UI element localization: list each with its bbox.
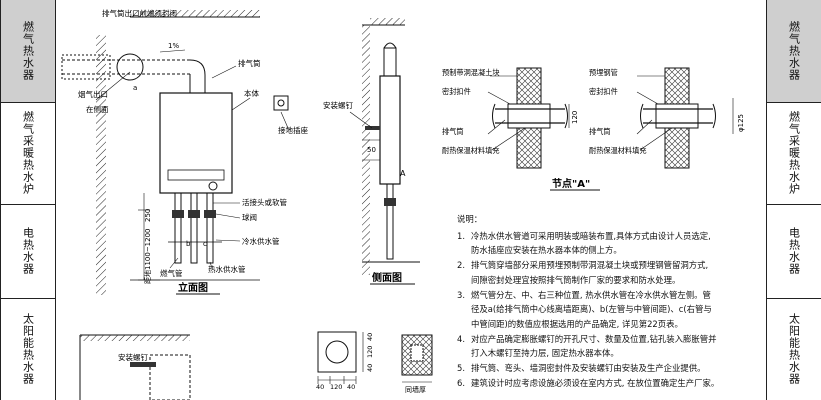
label-flue-outlet-1: 烟气出口 — [78, 89, 108, 99]
label-right-filler: 耐热保温材料填充 — [589, 146, 647, 155]
tab-gas-boiler-right[interactable]: 燃气采暖热水炉 — [767, 102, 821, 205]
side-screw-icon — [365, 126, 380, 130]
label-a: a — [133, 84, 137, 92]
node-a-title: 节点"A" — [552, 177, 590, 190]
side-heater-body — [379, 75, 401, 185]
tab-label: 燃气热水器 — [21, 21, 35, 81]
tab-label: 太阳能热水器 — [21, 313, 35, 385]
label-body: 本体 — [244, 88, 259, 98]
front-view: 排气筒出口前端须封闭 1% 排气筒 烟气出口 在侧面 本体 接地插座 活接头或软… — [61, 8, 308, 295]
side-view-title: 侧面图 — [372, 271, 402, 284]
label-dim2: 120 — [330, 383, 342, 391]
label-cold-pipe: 冷水供水管 — [242, 236, 280, 246]
tab-solar-heater-right[interactable]: 太阳能热水器 — [767, 298, 821, 400]
left-category-column: 燃气热水器 燃气采暖热水炉 电热水器 太阳能热水器 — [0, 0, 56, 400]
tab-label: 电热水器 — [787, 227, 801, 275]
label-left-sleeve: 预制带洞混凝土块 — [442, 68, 500, 77]
front-view-title: 立面图 — [178, 281, 208, 294]
label-flue: 排气筒 — [238, 58, 261, 68]
tab-label: 太阳能热水器 — [787, 313, 801, 385]
label-bottom-screw: 安装螺钉 — [118, 352, 148, 362]
note-line: 3.燃气管分左、中、右三种位置, 热水供水管在冷水供水管左侧。管 — [457, 289, 711, 300]
label-right-flue: 排气筒 — [589, 127, 611, 136]
pipes — [168, 192, 222, 264]
note-line: 4.对应产品确定膨胀螺钉的开孔尺寸、数量及位置,钻孔装入膨胀管并 — [457, 333, 717, 344]
label-dim-height: 距地1100~1200 — [143, 229, 152, 285]
flue-outlet-circle — [116, 53, 144, 81]
label-hot-pipe: 热水供水管 — [208, 264, 246, 274]
ceiling-hatch — [130, 10, 260, 17]
label-socket: 接地插座 — [278, 125, 308, 135]
front-wall — [96, 35, 106, 295]
label-b: b — [186, 240, 191, 248]
label-side-screw: 安装螺钉 — [323, 100, 353, 110]
label-dim4: 40 — [366, 333, 374, 341]
side-view: 安装螺钉 50 A 侧面图 — [323, 18, 420, 285]
note-line: 1.冷热水供水管道可采用明装或暗装布置,具体方式由设计人员选定, — [457, 230, 711, 241]
tab-label: 燃气热水器 — [787, 21, 801, 81]
label-gas-pipe: 燃气管 — [160, 268, 183, 278]
note-line: 间隙密封处理宜按照排气筒制作厂家的要求和防水处理。 — [471, 274, 681, 285]
label-right-dim: φ125 — [737, 114, 745, 132]
label-right-seal: 密封扣件 — [589, 87, 618, 96]
tab-label: 燃气采暖热水炉 — [21, 111, 35, 195]
notes-heading: 说明： — [457, 214, 483, 224]
right-category-column: 燃气热水器 燃气采暖热水炉 电热水器 太阳能热水器 — [766, 0, 821, 400]
node-a-detail: 预制带洞混凝土块 密封扣件 排气筒 耐热保温材料填充 120 预埋钢管 密封扣件… — [442, 67, 745, 191]
label-dim6: 40 — [366, 364, 374, 372]
label-slope: 1% — [168, 42, 179, 50]
label-side-dim: 50 — [367, 146, 376, 154]
bottom-details: 安装螺钉 40 120 40 40 120 40 同墙厚 — [79, 331, 433, 400]
tab-solar-heater-left[interactable]: 太阳能热水器 — [1, 298, 55, 400]
label-c: c — [203, 240, 207, 248]
note-line: 打入木螺钉至持力层, 固定热水器本体。 — [471, 348, 619, 359]
tab-electric-heater-right[interactable]: 电热水器 — [767, 204, 821, 299]
bottom-block — [317, 331, 357, 373]
label-dim-value: 250 — [144, 209, 152, 222]
note-line: 2.排气筒穿墙部分采用预埋预制带洞混凝土块或预埋钢管留洞方式, — [457, 260, 709, 271]
tab-gas-water-heater-left[interactable]: 燃气热水器 — [1, 0, 55, 103]
notes-block: 说明： 1.冷热水供水管道可采用明装或暗装布置,具体方式由设计人员选定, 防水插… — [457, 212, 762, 390]
label-dim3: 40 — [347, 383, 355, 391]
tab-label: 燃气采暖热水炉 — [787, 111, 801, 195]
label-hose: 活接头或软管 — [242, 197, 287, 207]
socket-icon — [273, 95, 289, 111]
label-left-dim: 120 — [571, 111, 579, 124]
note-line: 5.排气筒、弯头、墙洞密封件及安装螺钉由安装及生产企业提供。 — [457, 363, 706, 374]
label-a-mark: A — [400, 169, 406, 178]
tab-gas-boiler-left[interactable]: 燃气采暖热水炉 — [1, 102, 55, 205]
label-dim5: 120 — [366, 346, 374, 358]
tab-label: 电热水器 — [21, 227, 35, 275]
flue-cap — [61, 54, 111, 80]
heater-body — [159, 92, 233, 194]
label-dim1: 40 — [316, 383, 324, 391]
label-left-seal: 密封扣件 — [442, 87, 471, 96]
note-line: 防水插座应安装在热水器本体的侧上方。 — [471, 245, 622, 256]
label-flue-outlet-2: 在侧面 — [86, 104, 109, 114]
label-top-sealed: 排气筒出口前端须封闭 — [102, 8, 177, 18]
note-line: 6.建筑设计时应考虑设施必须设在室内方式, 在放位置确定生产厂家。 — [457, 377, 720, 388]
tab-electric-heater-left[interactable]: 电热水器 — [1, 204, 55, 299]
note-line: 径及a(给排气筒中心线离墙距离)、b(左管与中管间距)、c(右管与 — [471, 304, 712, 315]
label-wall-thickness: 同墙厚 — [405, 385, 426, 394]
note-line: 中管间距)的数值应根据选用的产品确定, 详见第22页表。 — [471, 318, 683, 329]
label-valve: 球阀 — [242, 212, 257, 222]
label-right-sleeve: 预埋钢管 — [589, 68, 618, 77]
label-left-flue: 排气筒 — [442, 127, 464, 136]
bottom-screw-icon — [130, 362, 156, 367]
label-left-filler: 耐热保温材料填充 — [442, 146, 500, 155]
tab-gas-water-heater-right[interactable]: 燃气热水器 — [767, 0, 821, 103]
